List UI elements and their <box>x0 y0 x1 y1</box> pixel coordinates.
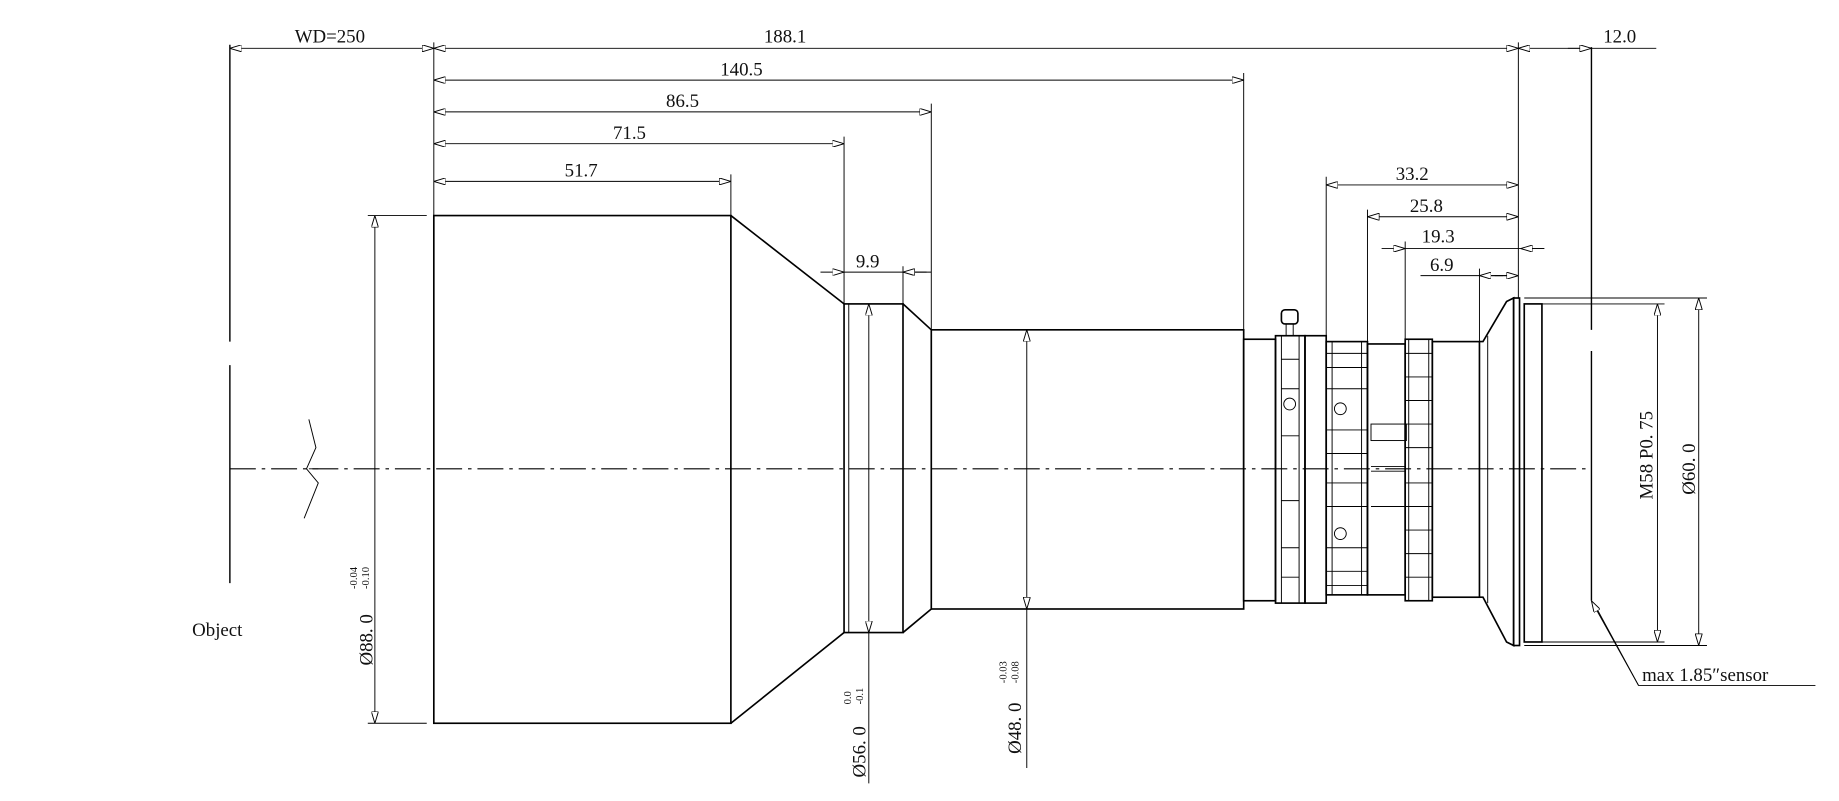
break-symbol <box>303 419 319 519</box>
dim-wd: WD=250 <box>295 26 365 47</box>
dim-total-length: 188.1 <box>764 26 806 47</box>
dia-mid-tol-lower: -0.1 <box>855 688 866 705</box>
dim-6: 6.9 <box>1430 255 1454 276</box>
dia-barrel-tol-lower: -0.08 <box>1011 661 1022 683</box>
dia-front: Ø88. 0 <box>357 614 378 665</box>
dim-33: 33.2 <box>1396 164 1429 185</box>
thread-spec: M58 P0. 75 <box>1637 411 1658 499</box>
dim-flange-back: 12.0 <box>1603 26 1636 47</box>
dia-mount: Ø60. 0 <box>1679 443 1700 494</box>
iris-ring <box>1325 340 1369 596</box>
object-label: Object <box>192 620 243 641</box>
sensor-label: max 1.85″sensor <box>1642 665 1769 686</box>
dia-front-tol-lower: -0.10 <box>361 567 372 589</box>
dim-140: 140.5 <box>720 59 762 80</box>
dia-mid: Ø56. 0 <box>849 726 870 777</box>
dim-19: 19.3 <box>1422 227 1455 248</box>
dia-mid-tol-upper: 0.0 <box>843 691 854 704</box>
focus-ring <box>1274 308 1306 604</box>
horizontal-dimensions: WD=250 188.1 12.0 140.5 86.5 71.5 51.7 9… <box>229 26 1657 276</box>
lock-ring <box>1404 338 1434 602</box>
lens-body <box>432 214 1543 725</box>
dim-71: 71.5 <box>613 123 646 144</box>
dia-front-tol-upper: -0.04 <box>349 566 360 589</box>
dim-86: 86.5 <box>666 91 699 112</box>
diameter-dimensions: Ø88. 0 -0.04 -0.10 Ø56. 0 0.0 -0.1 Ø48. … <box>349 215 1700 784</box>
dim-51: 51.7 <box>565 161 598 182</box>
extension-lines <box>367 42 1707 724</box>
dim-9: 9.9 <box>856 251 880 272</box>
dia-barrel-tol-upper: -0.03 <box>999 661 1010 683</box>
dia-barrel: Ø48. 0 <box>1005 703 1026 754</box>
dim-25: 25.8 <box>1410 196 1443 217</box>
